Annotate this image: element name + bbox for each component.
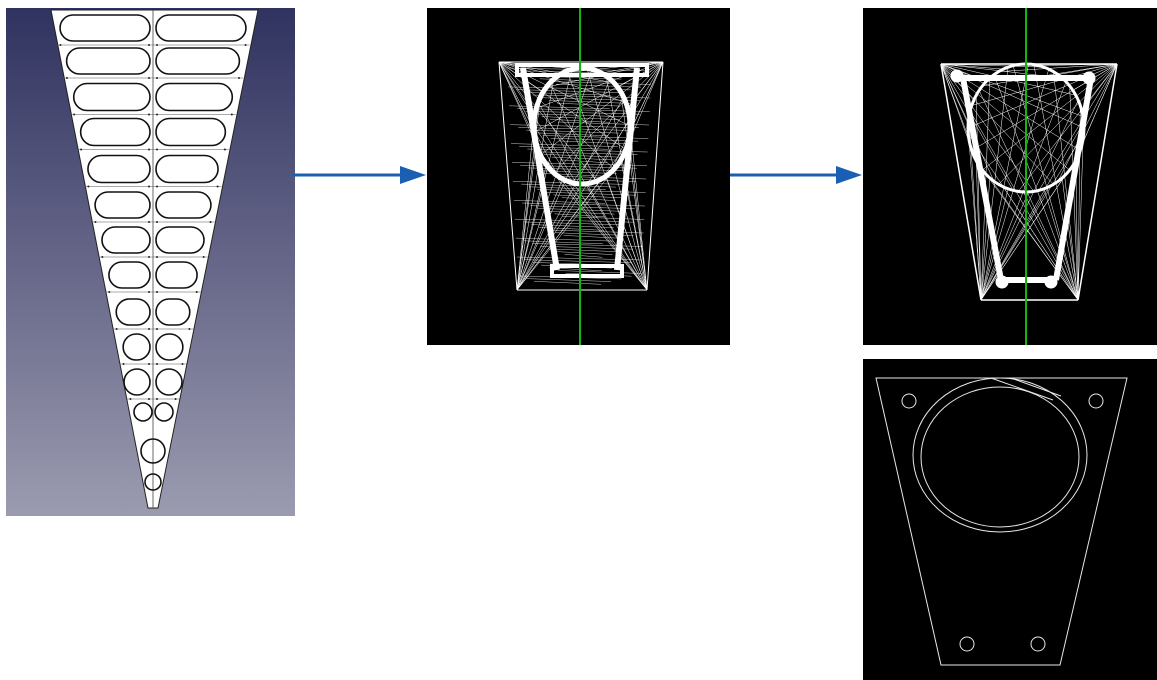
wireframe-mesh-image [498,8,664,345]
wireframe-mesh-view-2 [863,8,1157,345]
cross-section-outline-view [863,359,1157,680]
cad-view-panel [6,8,295,516]
wireframe-mesh-image [940,8,1118,345]
right-arrow-icon [292,166,426,184]
cross-section-outline-image [875,377,1128,666]
wireframe-mesh-view-1 [427,8,730,345]
right-arrow-icon [730,166,862,184]
cad-tapered-panel-image [6,8,295,516]
